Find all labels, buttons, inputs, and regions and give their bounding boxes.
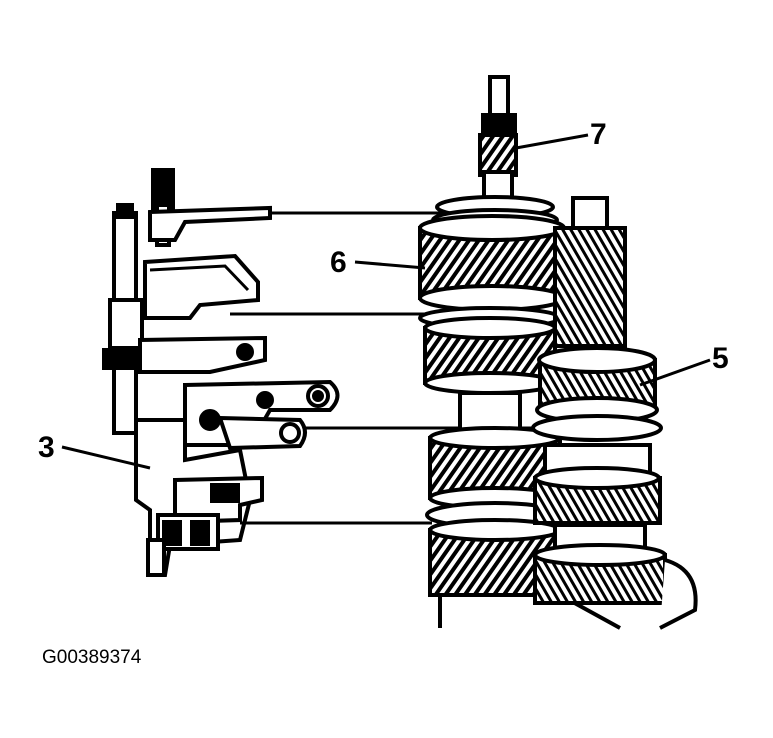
- output-shaft: [478, 75, 518, 200]
- callout-5: 5: [639, 342, 729, 387]
- callout-6-label: 6: [330, 246, 347, 279]
- alignment-lines: [230, 211, 535, 525]
- callout-3: 3: [38, 431, 151, 470]
- shift-fork-assembly: [102, 168, 340, 577]
- callout-5-label: 5: [712, 342, 729, 375]
- callout-7: 7: [515, 118, 607, 151]
- gear-stack-countershaft: [531, 196, 698, 630]
- figure-id: G00389374: [42, 647, 142, 668]
- callout-6: 6: [330, 246, 426, 279]
- callout-3-label: 3: [38, 431, 55, 464]
- callout-7-label: 7: [590, 118, 607, 151]
